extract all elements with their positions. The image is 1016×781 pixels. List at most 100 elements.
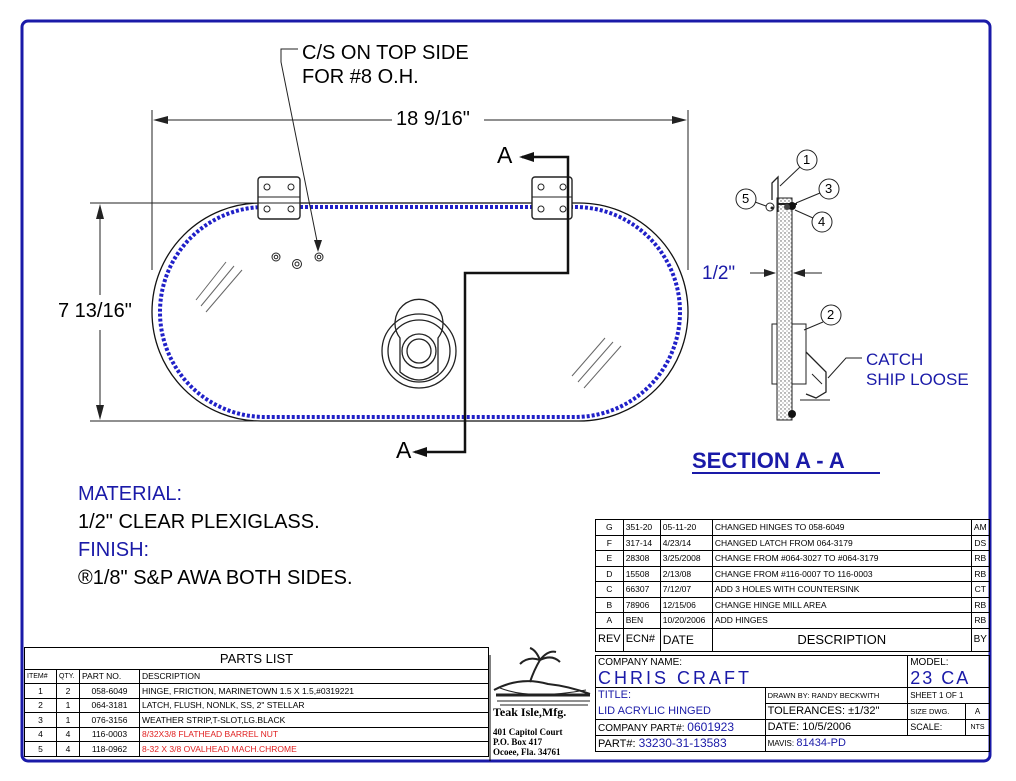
address-line-3: Ocoee, Fla. 34761 <box>493 747 561 757</box>
countersink-note-line-1: C/S ON TOP SIDE <box>302 42 469 64</box>
description-cell: LATCH, FLUSH, NONLK, SS, 2" STELLAR <box>139 697 489 713</box>
date-cell: 12/15/06 <box>659 596 713 613</box>
by-header: BY <box>970 627 991 652</box>
size-dwg-label: SIZE DWG. <box>907 703 967 720</box>
balloon-5 <box>735 188 757 210</box>
company-address: 401 Capitol Court P.O. Box 417 Ocoee, Fl… <box>493 727 563 757</box>
model-cell: MODEL: 23 CA <box>907 655 990 688</box>
balloon-3 <box>818 178 840 200</box>
ecn-cell: 351-20 <box>622 519 661 536</box>
countersink-holes <box>271 252 324 269</box>
model-label: MODEL: <box>910 657 949 668</box>
ecn-cell: 28308 <box>622 550 661 567</box>
finish-value: ®1/8" S&P AWA BOTH SIDES. <box>78 567 353 589</box>
height-dimension-label: 7 13/16" <box>58 300 132 322</box>
description-cell: CHANGED LATCH FROM 064-3179 <box>711 534 972 551</box>
date-cell: 4/23/14 <box>659 534 713 551</box>
hinge-right <box>531 176 573 220</box>
mavis-value: 81434-PD <box>796 737 846 749</box>
countersink-note-line-2: FOR #8 O.H. <box>302 66 419 88</box>
company-name-value: CHRIS CRAFT <box>598 668 752 688</box>
mavis-label: MAVIS: <box>767 739 795 748</box>
sheet-border <box>20 19 992 763</box>
date-cell: 10/20/2006 <box>659 612 713 629</box>
height-dimension <box>90 202 300 422</box>
balloon-2-label: 2 <box>827 307 835 322</box>
balloon-1-label: 1 <box>803 152 811 167</box>
part-number-value: 33230-31-13583 <box>638 736 727 750</box>
part-no-cell: 116-0003 <box>79 726 140 742</box>
section-mark-top: A <box>497 142 513 168</box>
company-part-label: COMPANY PART#: <box>598 723 685 734</box>
glare-lines-right <box>571 337 622 389</box>
part-no-cell: 076-3156 <box>79 712 140 728</box>
catch-note-line-2: SHIP LOOSE <box>866 370 969 389</box>
balloon-3-label: 3 <box>825 181 833 196</box>
balloon-5-label: 5 <box>742 191 750 206</box>
rev-cell: C <box>595 581 624 598</box>
revision-header-row: REV ECN# DATE DESCRIPTION BY <box>595 627 991 652</box>
description-cell: ADD 3 HOLES WITH COUNTERSINK <box>711 581 972 598</box>
description-cell: HINGE, FRICTION, MARINETOWN 1.5 X 1.5,#0… <box>139 683 489 699</box>
countersink-leader <box>280 48 319 247</box>
description-cell: ADD HINGES <box>711 612 972 629</box>
qty-cell: 4 <box>56 726 80 742</box>
part-number-label: PART#: <box>598 738 636 750</box>
company-name-label: COMPANY NAME: <box>598 657 683 668</box>
part-no-cell: 058-6049 <box>79 683 140 699</box>
date-header: DATE <box>659 627 713 652</box>
description-cell: 8/32X3/8 FLATHEAD BARREL NUT <box>139 726 489 742</box>
description-cell: WEATHER STRIP,T-SLOT,LG.BLACK <box>139 712 489 728</box>
ecn-cell: 15508 <box>622 565 661 582</box>
date-cell: 05-11-20 <box>659 519 713 536</box>
rev-cell: B <box>595 596 624 613</box>
material-value: 1/2" CLEAR PLEXIGLASS. <box>78 511 320 533</box>
company-part-value: 0601923 <box>687 720 735 734</box>
title-cell: TITLE: LID ACRYLIC HINGED <box>595 687 766 720</box>
size-dwg-value: A <box>965 703 990 720</box>
qty-cell: 1 <box>56 712 80 728</box>
ecn-header: ECN# <box>622 627 661 652</box>
date-cell: 2/13/08 <box>659 565 713 582</box>
item-cell: 1 <box>24 683 57 699</box>
item-cell: 2 <box>24 697 57 713</box>
description-cell: CHANGE FROM #064-3027 TO #064-3179 <box>711 550 972 567</box>
company-logo <box>493 647 591 706</box>
qty-cell: 2 <box>56 683 80 699</box>
company-part-cell: COMPANY PART#: 0601923 <box>595 719 766 736</box>
by-cell: RB <box>970 612 991 629</box>
scale-label: SCALE: <box>907 719 967 736</box>
section-mark-bottom: A <box>396 437 412 463</box>
by-cell: RB <box>970 596 991 613</box>
part-no-cell: 118-0962 <box>79 741 140 757</box>
description-cell: CHANGED HINGES TO 058-6049 <box>711 519 972 536</box>
date-cell: 3/25/2008 <box>659 550 713 567</box>
balloon-2 <box>820 304 842 326</box>
item-cell: 5 <box>24 741 57 757</box>
qty-cell: 4 <box>56 741 80 757</box>
title-block: COMPANY NAME: CHRIS CRAFT MODEL: 23 CA T… <box>594 655 991 752</box>
balloon-4 <box>811 211 833 233</box>
qty-cell: 1 <box>56 697 80 713</box>
address-line-1: 401 Capitol Court <box>493 727 563 737</box>
weather-strip-gasket <box>158 205 682 419</box>
part-number-cell: PART#: 33230-31-13583 <box>595 735 766 752</box>
tolerances: TOLERANCES: ±1/32" <box>764 703 909 720</box>
width-dimension-label: 18 9/16" <box>396 108 470 130</box>
catch-note: CATCH SHIP LOOSE <box>866 350 969 390</box>
description-header: DESCRIPTION <box>139 669 489 684</box>
scale-value: NTS <box>965 719 990 736</box>
ecn-cell: 317-14 <box>622 534 661 551</box>
sheet-number: SHEET 1 OF 1 <box>907 687 990 704</box>
by-cell: CT <box>970 581 991 598</box>
company-block-divider <box>489 655 491 761</box>
section-cut-line <box>415 155 570 454</box>
